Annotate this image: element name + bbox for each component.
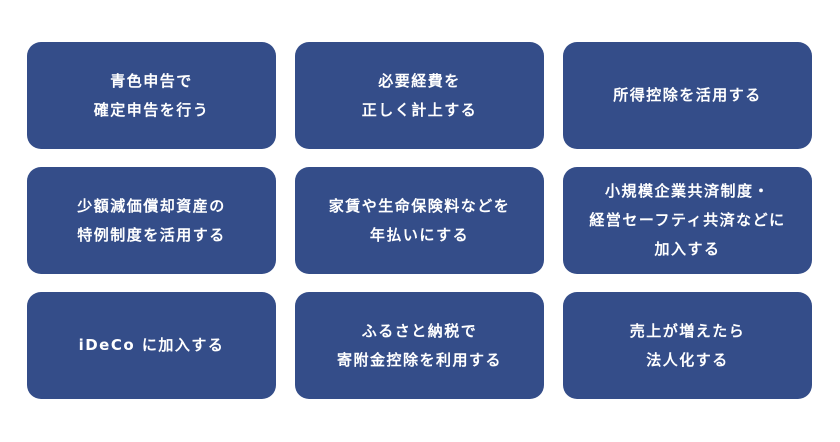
card-line: iDeCo に加入する (78, 336, 225, 354)
card-line: 年払いにする (369, 225, 470, 244)
card-line: 寄附金控除を利用する (336, 350, 502, 369)
card-annual-payment: 家賃や生命保険料などを 年払いにする (295, 167, 544, 274)
card-line: 確定申告を行う (93, 100, 210, 119)
card-line: 所得控除を活用する (613, 86, 762, 104)
card-line: 特例制度を活用する (77, 225, 226, 244)
card-line: 青色申告で (110, 71, 193, 90)
tax-tips-grid: 青色申告で 確定申告を行う 必要経費を 正しく計上する 所得控除を活用する 少額… (27, 42, 812, 399)
card-blue-return: 青色申告で 確定申告を行う (27, 42, 276, 149)
card-line: 正しく計上する (361, 100, 478, 119)
card-line: 家賃や生命保険料などを (328, 196, 511, 215)
card-expenses: 必要経費を 正しく計上する (295, 42, 544, 149)
card-incorporation: 売上が増えたら 法人化する (563, 292, 812, 399)
card-line: 経営セーフティ共済などに (589, 211, 786, 229)
card-line: 加入する (654, 240, 721, 258)
card-line: 売上が増えたら (629, 321, 746, 340)
card-mutual-aid: 小規模企業共済制度・ 経営セーフティ共済などに 加入する (563, 167, 812, 274)
card-line: 必要経費を (378, 71, 461, 90)
card-ideco: iDeCo に加入する (27, 292, 276, 399)
card-line: ふるさと納税で (361, 321, 478, 340)
card-small-asset-depreciation: 少額減価償却資産の 特例制度を活用する (27, 167, 276, 274)
card-line: 少額減価償却資産の (77, 196, 226, 215)
card-furusato-nozei: ふるさと納税で 寄附金控除を利用する (295, 292, 544, 399)
card-income-deduction: 所得控除を活用する (563, 42, 812, 149)
card-line: 小規模企業共済制度・ (604, 182, 770, 200)
card-line: 法人化する (646, 350, 729, 369)
